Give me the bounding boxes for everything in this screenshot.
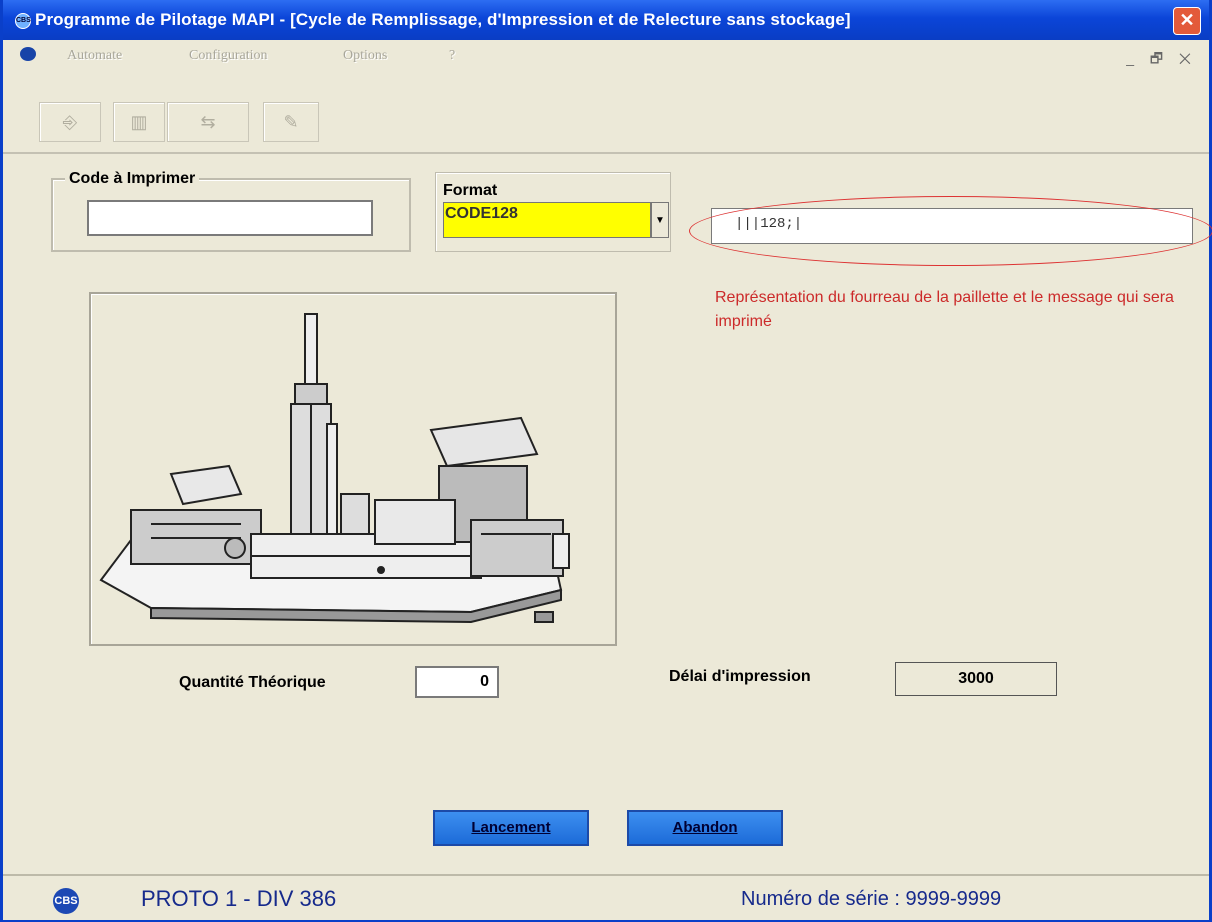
menu-automate[interactable]: Automate (67, 48, 123, 63)
cycle-icon: ⇆ (200, 111, 216, 132)
menu-options[interactable]: Options (343, 48, 388, 63)
format-label: Format (443, 182, 498, 199)
toolbar-columns-button[interactable]: ▥ (113, 102, 165, 142)
quantity-field[interactable]: 0 (415, 666, 499, 698)
launch-button[interactable]: Lancement (433, 810, 589, 846)
code-to-print-input[interactable] (87, 200, 373, 236)
door-exit-icon: ⎆ (62, 111, 78, 132)
format-group-box (435, 172, 671, 252)
machine-image-frame (89, 292, 617, 646)
document-icon[interactable] (20, 47, 36, 61)
chevron-down-icon[interactable]: ▼ (651, 202, 669, 238)
menu-help[interactable]: ? (449, 48, 456, 63)
status-bar: CBS PROTO 1 - DIV 386 Numéro de série : … (3, 874, 1209, 920)
window-title: Programme de Pilotage MAPI - [Cycle de R… (35, 10, 851, 29)
columns-icon: ▥ (130, 111, 148, 132)
close-button[interactable]: ✕ (1173, 7, 1201, 35)
title-bar[interactable]: CBS Programme de Pilotage MAPI - [Cycle … (3, 0, 1209, 40)
highlight-ellipse (689, 196, 1212, 266)
toolbar: ⎆ ▥ ⇆ ✎ (3, 70, 1209, 154)
code-group-box (51, 178, 411, 252)
toolbar-edit-button[interactable]: ✎ (263, 102, 319, 142)
quantity-label: Quantité Théorique (179, 674, 326, 691)
edit-icon: ✎ (283, 111, 299, 132)
delay-label: Délai d'impression (669, 668, 811, 685)
mdi-window-controls[interactable]: _ 🗗 ✕ (1126, 50, 1197, 66)
menu-configuration[interactable]: Configuration (189, 48, 268, 63)
machine-illustration (99, 313, 570, 624)
status-serial-number: Numéro de série : 9999-9999 (741, 888, 1002, 910)
delay-field: 3000 (895, 662, 1057, 696)
toolbar-cycle-button[interactable]: ⇆ (167, 102, 249, 142)
format-select[interactable] (443, 202, 651, 238)
toolbar-exit-button[interactable]: ⎆ (39, 102, 101, 142)
abandon-button[interactable]: Abandon (627, 810, 783, 846)
menu-bar: Automate Configuration Options ? _ 🗗 ✕ (3, 40, 1209, 70)
app-logo-icon: CBS (15, 13, 31, 29)
cbs-logo-icon: CBS (53, 888, 79, 914)
preview-annotation: Représentation du fourreau de la paillet… (715, 289, 1174, 330)
code-group-label: Code à Imprimer (65, 170, 200, 188)
format-selected-value: CODE128 (445, 205, 518, 222)
status-device: PROTO 1 - DIV 386 (141, 886, 337, 911)
